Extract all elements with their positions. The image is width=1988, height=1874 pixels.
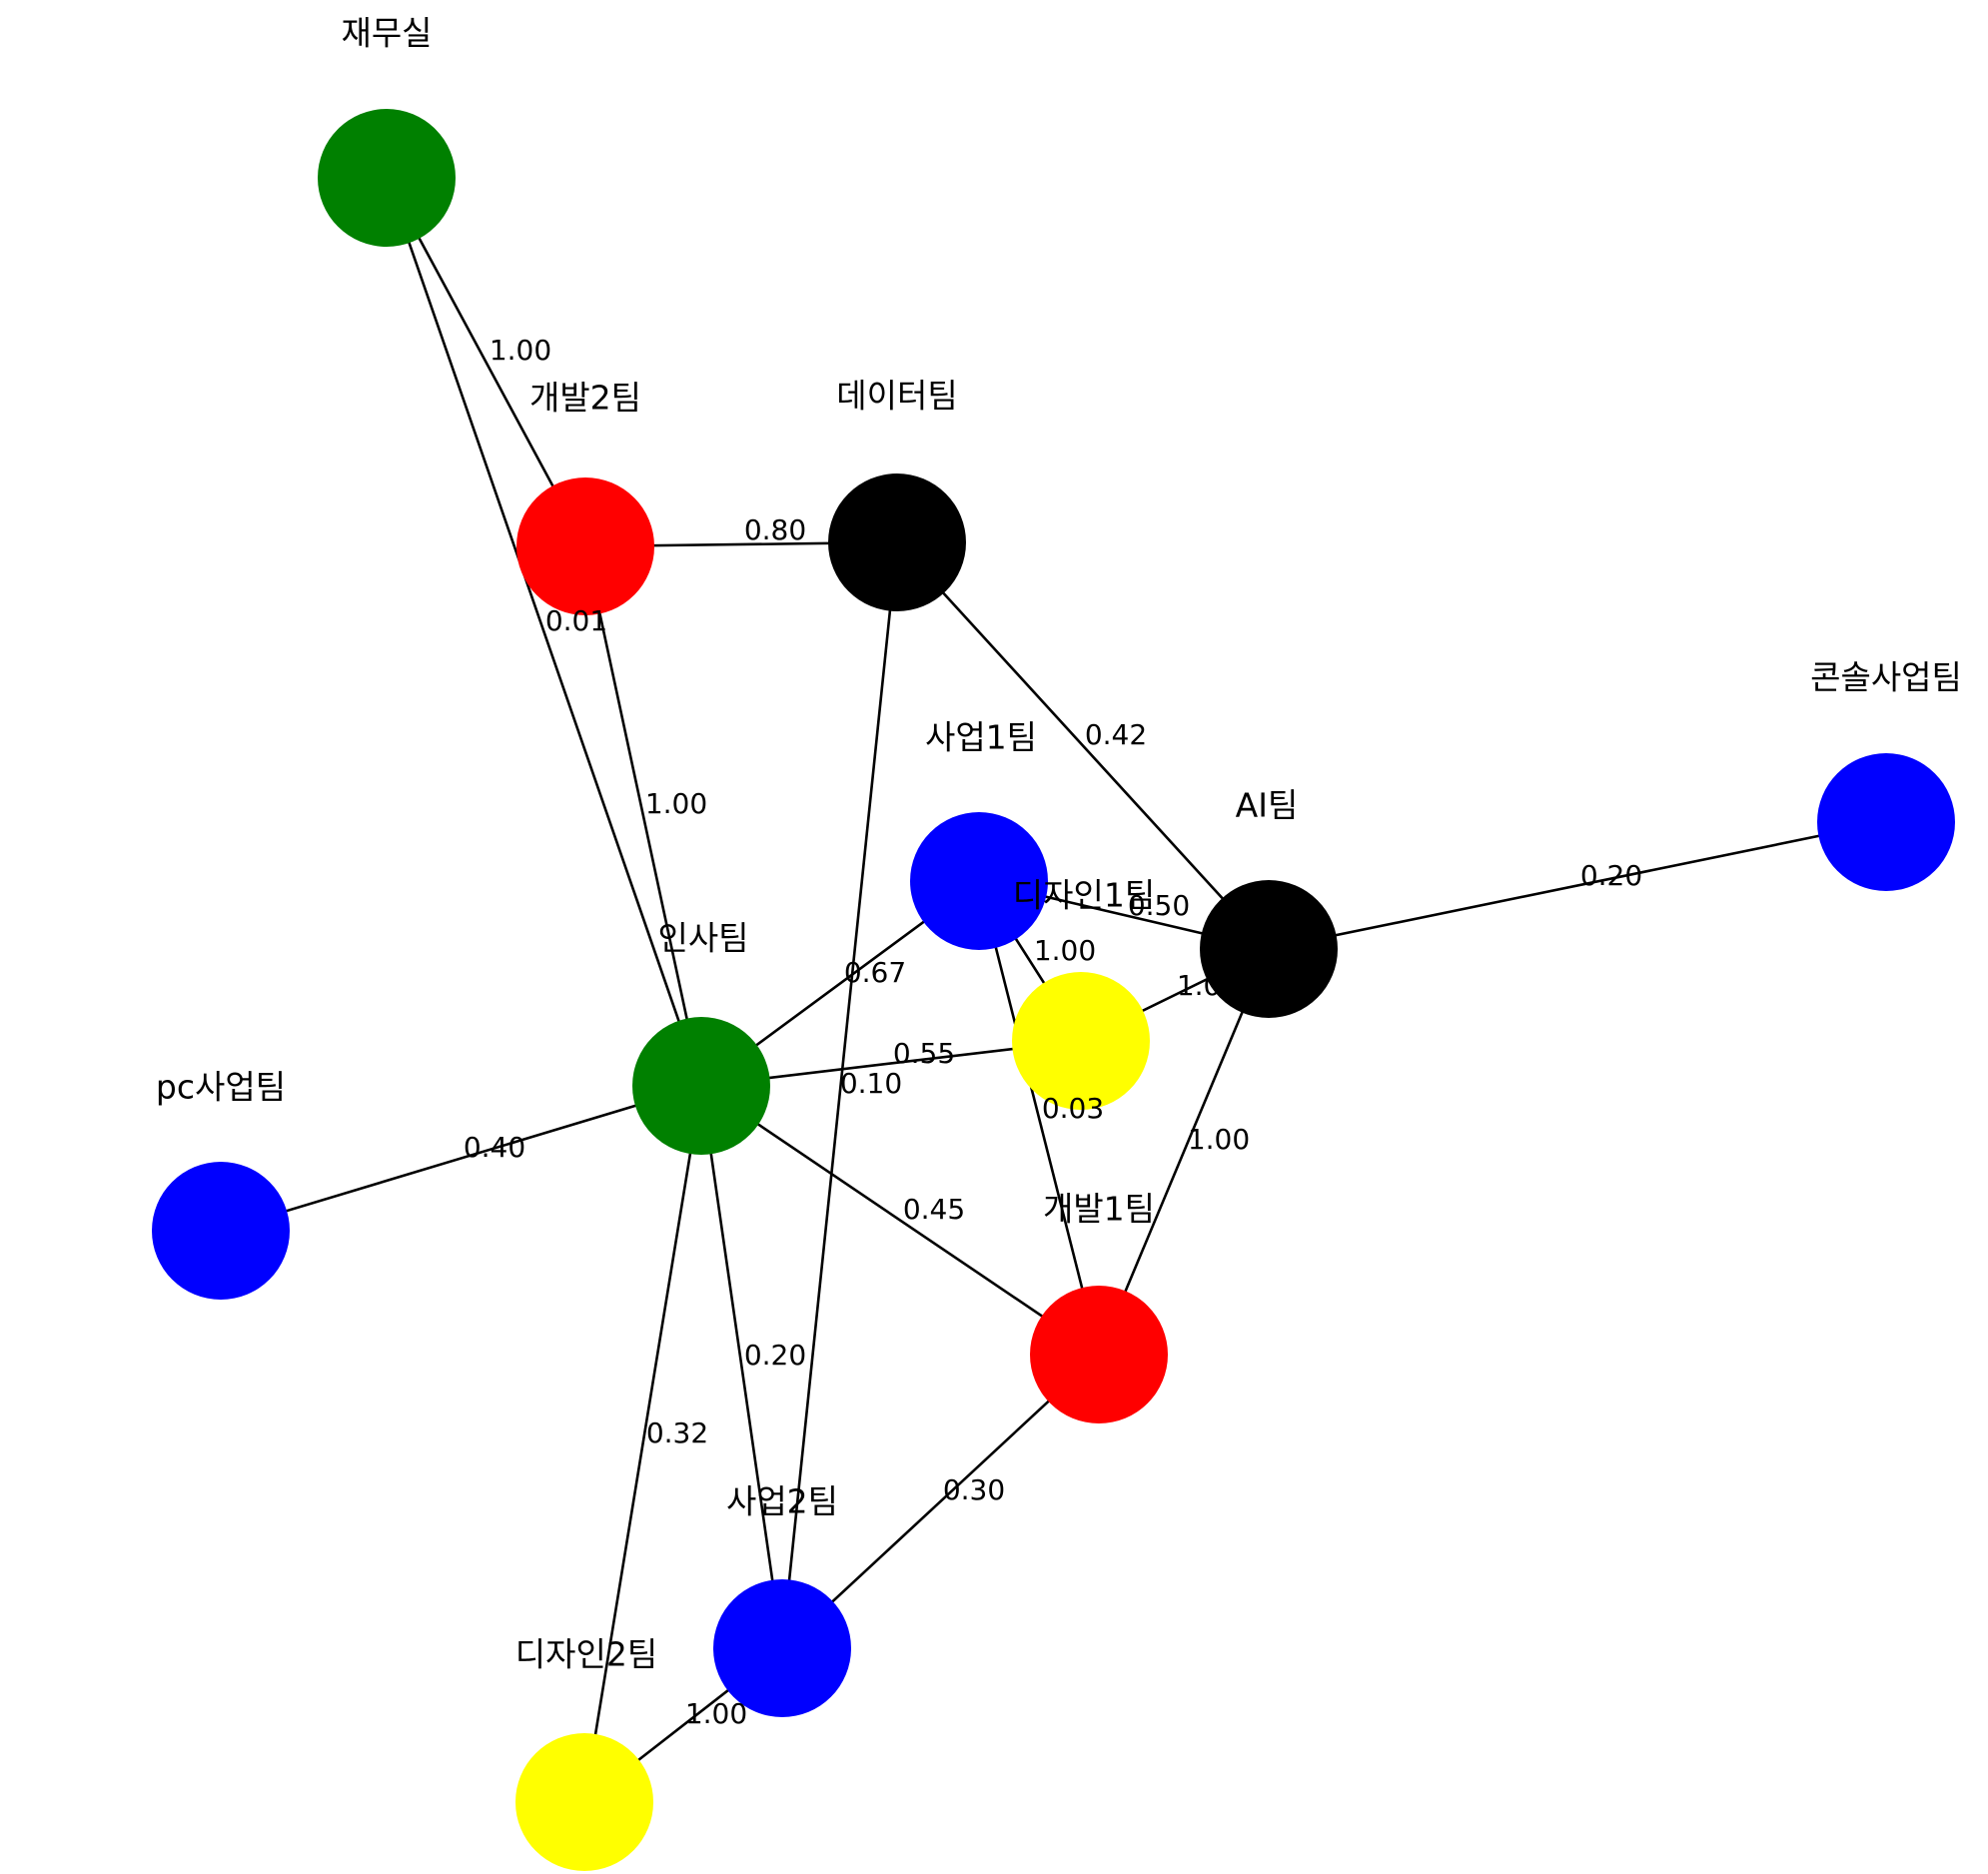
edge-weight-label: 1.00 <box>1188 1123 1250 1156</box>
edge-biz1-dev1 <box>977 880 1101 1356</box>
edge-weight-label: 0.10 <box>840 1067 902 1100</box>
nodes-layer <box>152 109 1955 1871</box>
node-label-design2: 디자인2팀 <box>515 1635 657 1674</box>
edge-weight-label: 1.00 <box>1034 934 1096 967</box>
edge-hr-design2 <box>582 1085 703 1803</box>
edge-weight-label: 0.45 <box>903 1193 965 1226</box>
node-label-design1: 디자인1팀 <box>1013 876 1155 915</box>
node-pc[interactable] <box>152 1162 290 1300</box>
edge-weight-label: 0.42 <box>1085 718 1147 751</box>
edge-weight-label: 0.03 <box>1042 1092 1104 1125</box>
edge-weight-label: 0.32 <box>646 1416 708 1449</box>
node-label-biz1: 사업1팀 <box>925 718 1037 757</box>
node-label-dev2: 개발2팀 <box>529 379 641 418</box>
edge-hr-dev1 <box>700 1084 1100 1357</box>
node-data[interactable] <box>828 473 966 611</box>
edge-dev2-hr <box>583 545 703 1087</box>
edge-hr-biz2 <box>699 1085 784 1649</box>
edge-pc-hr <box>220 1084 702 1233</box>
edge-weight-label: 0.50 <box>1128 889 1190 922</box>
node-console[interactable] <box>1817 753 1955 891</box>
edge-ai-console <box>1268 820 1887 951</box>
node-dev2[interactable] <box>516 477 654 615</box>
node-finance[interactable] <box>318 109 456 247</box>
node-label-dev1: 개발1팀 <box>1043 1190 1155 1229</box>
node-ai[interactable] <box>1200 880 1338 1018</box>
edge-ai-dev1 <box>1097 948 1271 1356</box>
edge-weight-label: 1.00 <box>645 787 707 820</box>
edge-weight-label: 0.55 <box>893 1037 955 1070</box>
edge-data-biz2 <box>780 541 899 1649</box>
edge-finance-dev2 <box>385 177 587 547</box>
edge-finance-hr <box>385 177 703 1087</box>
edge-weight-label: 1.00 <box>685 1697 747 1730</box>
node-design1[interactable] <box>1012 972 1150 1110</box>
node-label-pc: pc사업팀 <box>156 1068 286 1107</box>
node-hr[interactable] <box>632 1017 770 1155</box>
edge-weight-label: 0.20 <box>1580 859 1642 892</box>
edge-weight-label: 1.00 <box>1177 969 1239 1002</box>
edge-weights-layer: 1.00 0.01 0.80 1.00 0.42 0.10 0.20 0.50 1.00 1.00… <box>464 334 1642 1730</box>
edge-weight-label: 0.01 <box>545 604 607 637</box>
node-label-ai: AI팀 <box>1236 786 1299 825</box>
edge-dev1-biz2 <box>781 1354 1100 1649</box>
node-label-console: 콘솔사업팀 <box>1810 658 1962 697</box>
node-design2[interactable] <box>515 1733 653 1871</box>
node-label-biz2: 사업2팀 <box>726 1482 838 1521</box>
edge-weight-label: 1.00 <box>490 334 551 367</box>
edge-weight-label: 0.30 <box>943 1473 1005 1506</box>
node-dev1[interactable] <box>1030 1286 1168 1423</box>
node-biz1[interactable] <box>910 812 1048 950</box>
node-biz2[interactable] <box>713 1579 851 1717</box>
edge-weight-label: 0.67 <box>844 956 906 989</box>
edge-weight-label: 0.20 <box>744 1339 806 1372</box>
node-label-hr: 인사팀 <box>657 919 748 958</box>
node-label-data: 데이터팀 <box>836 377 957 416</box>
edge-data-ai <box>896 541 1270 950</box>
node-label-finance: 재무실 <box>341 14 432 53</box>
edge-weight-label: 0.80 <box>744 513 806 546</box>
edge-weight-label: 0.40 <box>464 1131 525 1164</box>
